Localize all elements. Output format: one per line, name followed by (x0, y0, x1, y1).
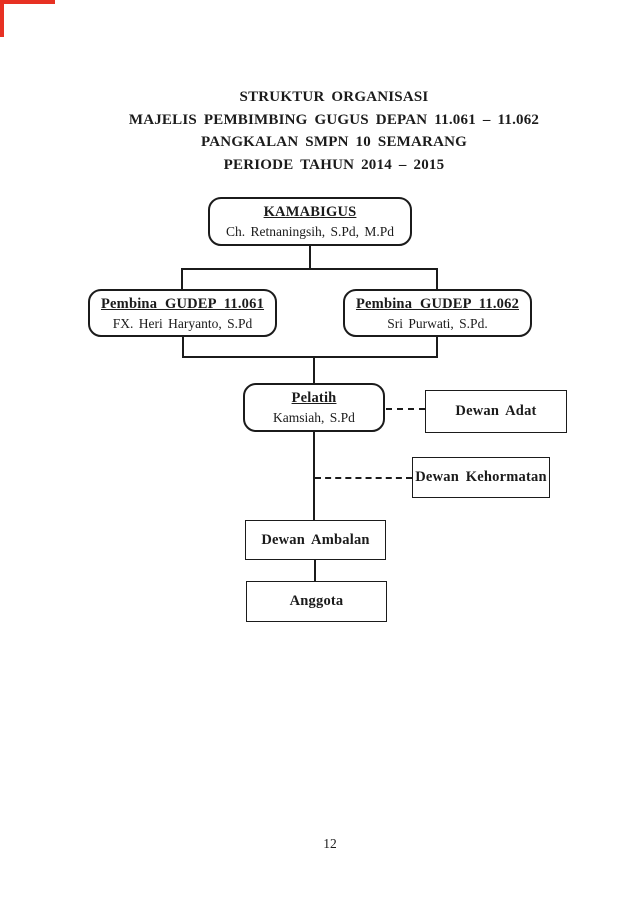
dashed-connector-dewan-kehormatan (315, 477, 412, 479)
org-box-dewan-adat: Dewan Adat (425, 390, 567, 433)
connector-pembina2-down (436, 336, 438, 358)
org-box-kamabigus: KAMABIGUS Ch. Retnaningsih, S.Pd, M.Pd (208, 197, 412, 246)
connector-pelatih-to-ambalan (313, 430, 315, 521)
org-box-title: Pelatih (291, 390, 337, 406)
title-line-2: MAJELIS PEMBIMBING GUGUS DEPAN 11.061 – … (128, 111, 540, 128)
org-box-pembina-gudep-11062: Pembina GUDEP 11.062 Sri Purwati, S.Pd. (343, 289, 532, 337)
org-box-label: Dewan Kehormatan (415, 469, 547, 485)
connector-ambalan-to-anggota (314, 559, 316, 582)
title-line-3: PANGKALAN SMPN 10 SEMARANG (201, 134, 467, 151)
dashed-connector-pelatih-dewan-adat (386, 408, 425, 410)
connector-mid-horizontal (182, 356, 438, 358)
org-box-pembina-gudep-11061: Pembina GUDEP 11.061 FX. Heri Haryanto, … (88, 289, 277, 337)
org-box-subtitle: Sri Purwati, S.Pd. (387, 316, 488, 331)
org-box-label: Dewan Ambalan (261, 531, 370, 548)
org-box-label: Anggota (289, 593, 344, 609)
org-box-title: Pembina GUDEP 11.061 (100, 296, 265, 312)
connector-kamabigus-down (309, 245, 311, 269)
page-number: 12 (323, 836, 337, 851)
org-box-title: KAMABIGUS (263, 204, 357, 220)
org-box-subtitle: Kamsiah, S.Pd (273, 410, 355, 425)
org-box-subtitle: Ch. Retnaningsih, S.Pd, M.Pd (225, 224, 395, 239)
org-box-pelatih: Pelatih Kamsiah, S.Pd (243, 383, 385, 432)
red-corner-mark-vertical (0, 0, 4, 37)
title-line-4: PERIODE TAHUN 2014 – 2015 (223, 156, 445, 173)
org-box-label: Dewan Adat (455, 403, 537, 419)
org-box-dewan-kehormatan: Dewan Kehormatan (412, 457, 550, 498)
connector-top-horizontal (181, 268, 438, 270)
connector-to-pelatih (313, 356, 315, 384)
org-box-title: Pembina GUDEP 11.062 (355, 296, 520, 312)
connector-pembina1-down (182, 336, 184, 358)
title-line-1: STRUKTUR ORGANISASI (239, 89, 429, 105)
org-box-anggota: Anggota (246, 581, 387, 622)
connector-to-pembina2 (436, 268, 438, 290)
org-box-subtitle: FX. Heri Haryanto, S.Pd (112, 316, 253, 331)
red-corner-mark-horizontal (0, 0, 55, 4)
org-box-dewan-ambalan: Dewan Ambalan (245, 520, 386, 560)
connector-to-pembina1 (181, 268, 183, 290)
title-block: STRUKTUR ORGANISASI MAJELIS PEMBIMBING G… (64, 86, 604, 176)
